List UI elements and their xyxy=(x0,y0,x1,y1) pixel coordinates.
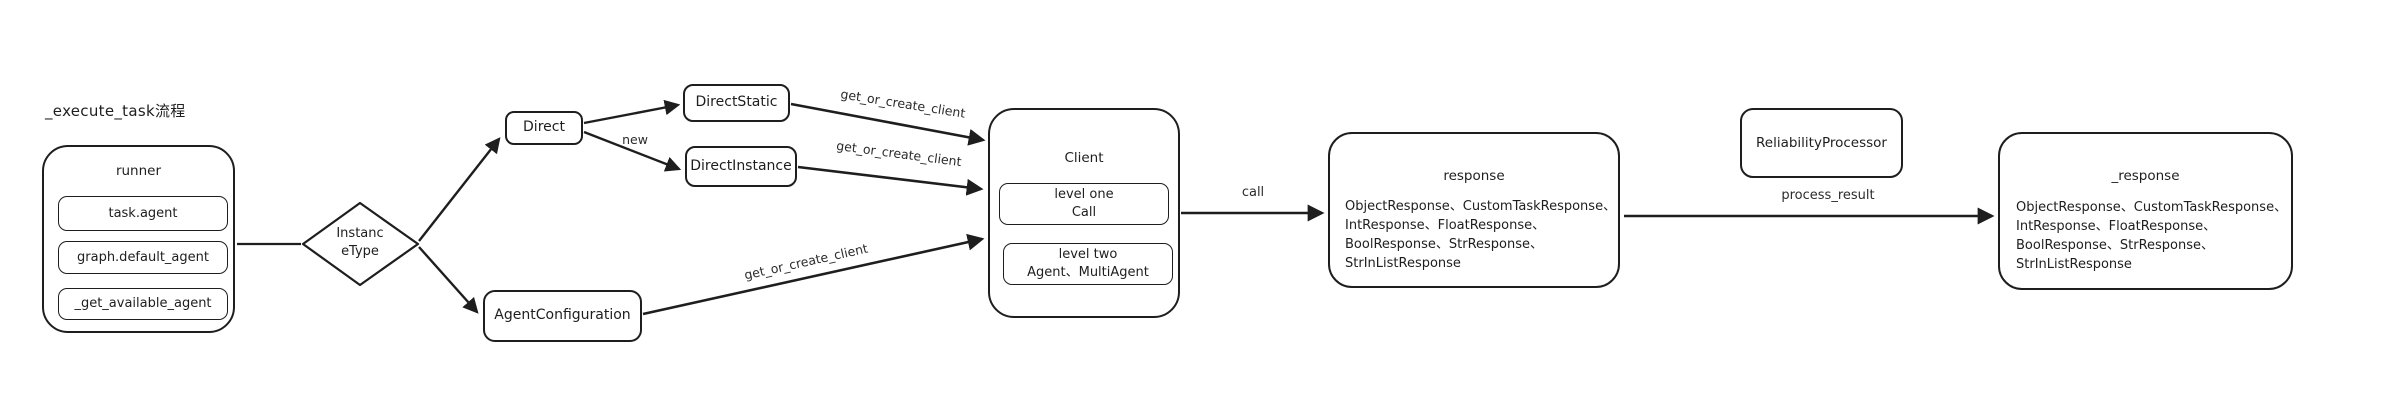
edge-label-new: new xyxy=(622,132,648,147)
diagram-title: _execute_task流程 xyxy=(45,102,186,120)
node-graph-default-agent: graph.default_agent xyxy=(58,241,228,274)
edge-instance-type-to-direct xyxy=(418,137,501,242)
node-response: response ObjectResponse、CustomTaskRespon… xyxy=(1328,132,1620,288)
get-available-agent-label: _get_available_agent xyxy=(74,296,212,312)
node-direct: Direct xyxy=(505,111,583,145)
edge-direct-to-direct-instance xyxy=(583,130,682,172)
response-body-line: BoolResponse、StrResponse、 xyxy=(1345,237,1544,252)
instance-type-label-line2: eType xyxy=(341,244,379,260)
node-task-agent: task.agent xyxy=(58,196,228,231)
instance-type-label-line1: Instanc xyxy=(336,226,384,241)
node-response-final: _response ObjectResponse、CustomTaskRespo… xyxy=(1998,132,2293,290)
client-level-two-line2: Agent、MultiAgent xyxy=(1027,265,1149,280)
runner-title: runner xyxy=(115,163,162,179)
edge-label-call: call xyxy=(1241,185,1265,200)
response-final-body-line: StrInListResponse xyxy=(2016,257,2132,272)
graph-default-agent-label: graph.default_agent xyxy=(77,249,209,265)
client-level-one-line1: level one xyxy=(1054,187,1114,203)
response-final-body-line: ObjectResponse、CustomTaskResponse、 xyxy=(2016,200,2288,215)
response-body-line: IntResponse、FloatResponse、 xyxy=(1345,218,1546,233)
client-title: Client xyxy=(1064,150,1104,166)
node-client-level-one: level one Call xyxy=(999,183,1169,225)
node-client-level-two: level two Agent、MultiAgent xyxy=(1003,243,1173,285)
client-level-one-line2: Call xyxy=(1071,205,1097,220)
response-body-line: StrInListResponse xyxy=(1345,256,1461,271)
edge-direct-instance-to-client xyxy=(797,165,984,196)
node-agent-configuration: AgentConfiguration xyxy=(483,290,642,342)
response-body-line: ObjectResponse、CustomTaskResponse、 xyxy=(1345,199,1617,214)
response-final-body: ObjectResponse、CustomTaskResponse、 IntRe… xyxy=(2016,198,2287,274)
direct-label: Direct xyxy=(523,119,565,136)
node-client: Client level one Call level two Agent、Mu… xyxy=(988,108,1180,318)
response-body: ObjectResponse、CustomTaskResponse、 IntRe… xyxy=(1345,197,1616,273)
instance-type-label: Instanc eType xyxy=(310,225,410,261)
edge-agent-configuration-to-client xyxy=(642,233,985,316)
edge-direct-static-to-client xyxy=(790,102,986,146)
node-get-available-agent: _get_available_agent xyxy=(58,288,228,320)
edge-label-process-result: process_result xyxy=(1781,188,1875,203)
direct-instance-label: DirectInstance xyxy=(690,157,792,174)
response-final-body-line: BoolResponse、StrResponse、 xyxy=(2016,238,2215,253)
agent-configuration-label: AgentConfiguration xyxy=(494,307,631,324)
edge-direct-to-direct-static xyxy=(583,99,681,125)
response-final-body-line: IntResponse、FloatResponse、 xyxy=(2016,219,2217,234)
node-runner: runner task.agent graph.default_agent _g… xyxy=(42,145,235,333)
response-title: response xyxy=(1443,168,1505,184)
task-agent-label: task.agent xyxy=(108,205,178,221)
node-direct-static: DirectStatic xyxy=(683,84,790,122)
client-level-two-line1: level two xyxy=(1058,247,1118,263)
reliability-processor-label: ReliabilityProcessor xyxy=(1756,134,1887,151)
edge-instance-type-to-agent-configuration xyxy=(418,246,479,314)
node-reliability-processor: ReliabilityProcessor xyxy=(1740,108,1903,178)
response-final-title: _response xyxy=(2111,168,2180,184)
node-direct-instance: DirectInstance xyxy=(685,146,797,187)
instance-type-diamond xyxy=(301,201,420,287)
direct-static-label: DirectStatic xyxy=(695,94,778,111)
